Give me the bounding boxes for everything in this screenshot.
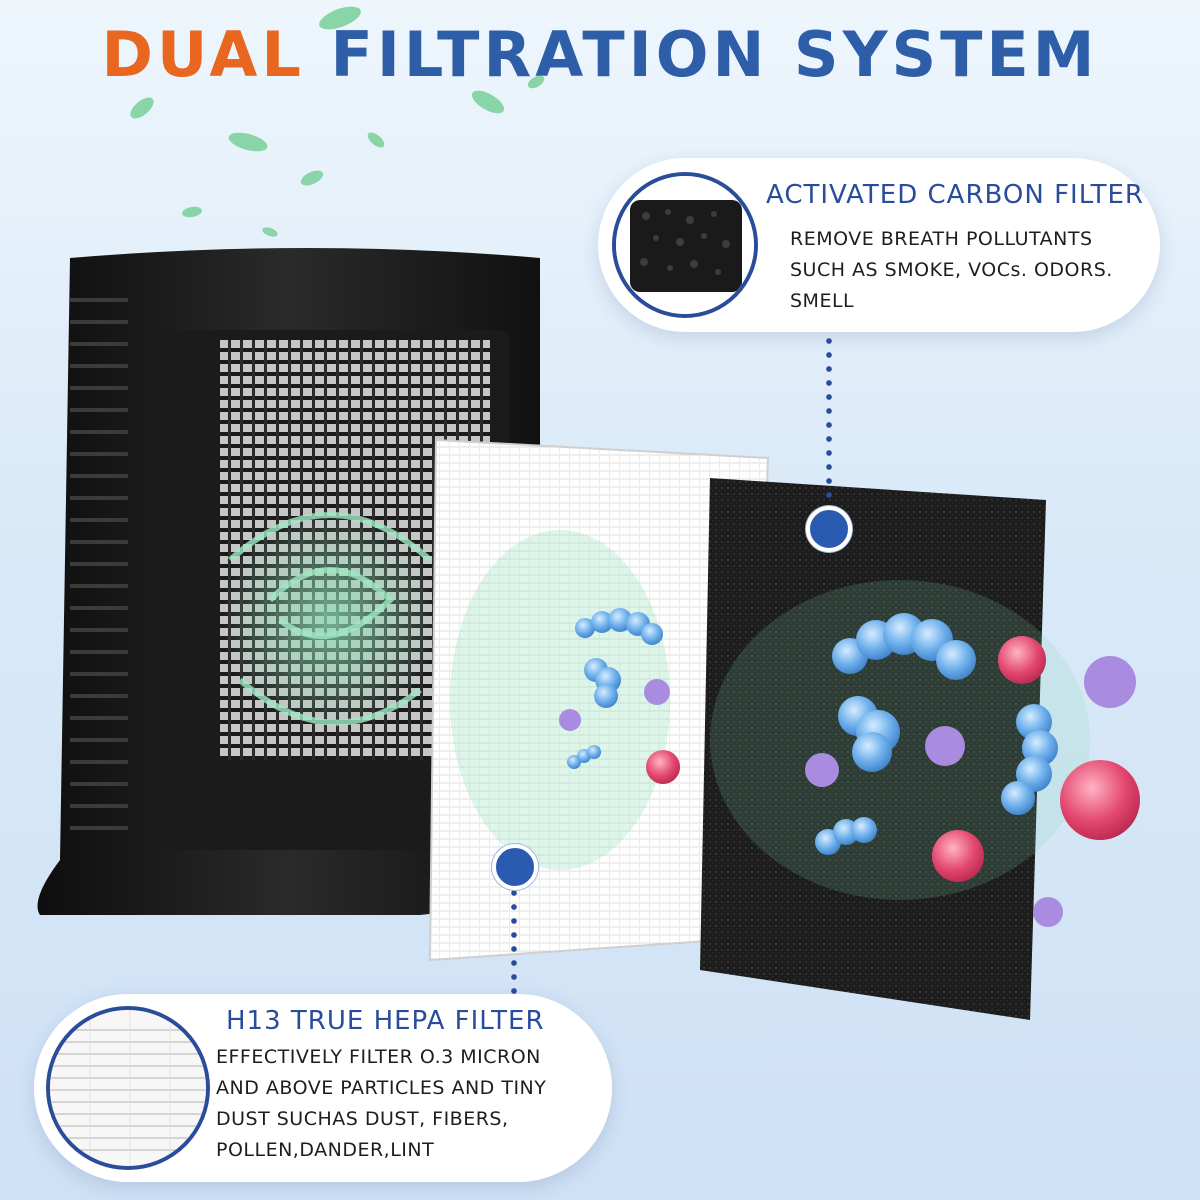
pollen-icon <box>646 750 680 784</box>
carbon-foam-icon <box>616 176 754 314</box>
pollen-icon <box>932 636 1140 882</box>
virus-icon <box>805 656 1136 927</box>
leaf-icon <box>130 6 545 237</box>
hepa-filter-title: H13 TRUE HEPA FILTER <box>226 1006 545 1036</box>
hepa-filter-callout: H13 TRUE HEPA FILTER EFFECTIVELY FILTER … <box>34 994 612 1182</box>
hepa-desc-line: DUST SUCHAS DUST, FIBERS, <box>216 1108 509 1130</box>
carbon-filter-thumbnail <box>612 172 758 318</box>
hepa-callout-marker <box>492 844 538 890</box>
air-purifier-image <box>37 248 540 915</box>
hepa-callout-connector <box>511 886 517 994</box>
carbon-filter-callout: ACTIVATED CARBON FILTER REMOVE BREATH PO… <box>598 158 1160 332</box>
carbon-desc-line: REMOVE BREATH POLLUTANTS <box>790 228 1093 250</box>
carbon-filter-title: ACTIVATED CARBON FILTER <box>766 180 1144 210</box>
carbon-filter-description: REMOVE BREATH POLLUTANTS SUCH AS SMOKE, … <box>790 224 1113 317</box>
carbon-desc-line: SMELL <box>790 290 855 312</box>
carbon-desc-line: SUCH AS SMOKE, VOCs. ODORS. <box>790 259 1113 281</box>
title-word-filtration-system: FILTRATION SYSTEM <box>330 18 1099 91</box>
hepa-filter-thumbnail <box>46 1006 210 1170</box>
hepa-desc-line: AND ABOVE PARTICLES AND TINY <box>216 1077 547 1099</box>
bacteria-icon <box>815 613 1058 855</box>
page-title: DUAL FILTRATION SYSTEM <box>0 18 1200 91</box>
hepa-desc-line: EFFECTIVELY FILTER O.3 MICRON <box>216 1046 541 1068</box>
carbon-callout-connector <box>826 334 832 502</box>
hepa-pleat-icon <box>50 1010 206 1166</box>
hepa-filter-description: EFFECTIVELY FILTER O.3 MICRON AND ABOVE … <box>216 1042 546 1166</box>
carbon-callout-marker <box>806 506 852 552</box>
hepa-desc-line: POLLEN,DANDER,LINT <box>216 1139 435 1161</box>
virus-icon <box>559 679 670 731</box>
title-word-dual: DUAL <box>101 18 305 91</box>
bacteria-icon <box>567 608 663 769</box>
